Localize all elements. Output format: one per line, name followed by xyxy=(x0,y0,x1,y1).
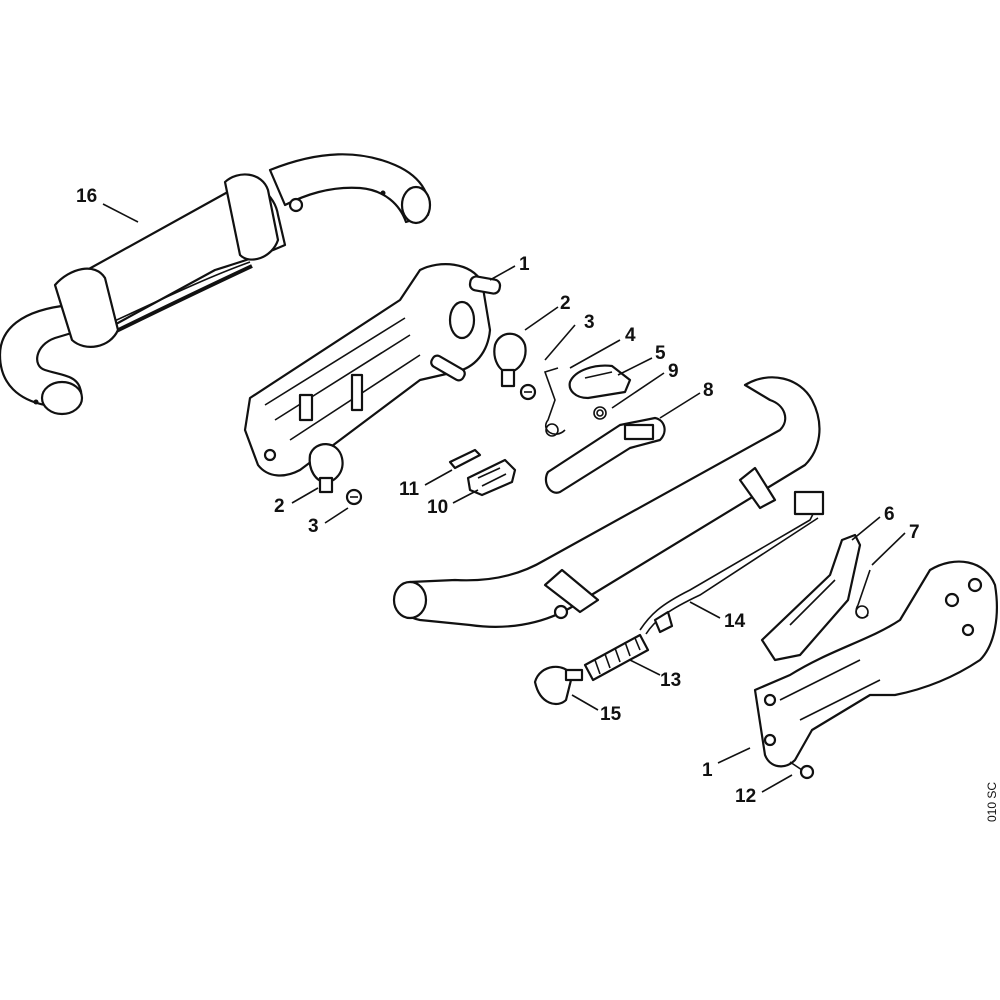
callout-16: 16 xyxy=(76,186,97,207)
throttle-cable xyxy=(639,490,825,635)
screw-upper xyxy=(519,383,537,401)
handle-housing-upper xyxy=(243,263,502,477)
callout-9: 9 xyxy=(668,361,679,382)
screw-rear xyxy=(789,761,815,780)
callout-1-upper: 1 xyxy=(519,254,530,275)
handle-housing-lower xyxy=(753,560,998,768)
handlebar-with-grip xyxy=(0,153,432,416)
callout-11: 11 xyxy=(399,479,420,500)
callout-10: 10 xyxy=(427,497,448,518)
leader-lines xyxy=(102,203,906,793)
callout-4: 4 xyxy=(625,325,636,346)
callout-5: 5 xyxy=(655,343,666,364)
callout-8: 8 xyxy=(703,380,714,401)
callout-7: 7 xyxy=(909,522,920,543)
callout-12: 12 xyxy=(735,786,756,807)
switch-slider xyxy=(466,458,517,497)
hose-clamp-lower xyxy=(308,443,344,494)
callout-3-upper: 3 xyxy=(584,312,595,333)
lower-handlebar xyxy=(392,376,821,628)
throttle-trigger xyxy=(544,416,666,494)
trigger-lever xyxy=(760,533,862,662)
callout-2-lower: 2 xyxy=(274,496,285,517)
callout-13: 13 xyxy=(660,670,681,691)
callout-15: 15 xyxy=(600,704,622,725)
small-spring xyxy=(593,406,607,420)
cable-retainer xyxy=(533,665,584,705)
callout-6: 6 xyxy=(884,504,895,525)
screw-lower xyxy=(345,488,363,506)
contact-spring xyxy=(448,448,482,470)
throttle-lockout xyxy=(568,364,632,400)
diagram-code: 010 SC xyxy=(985,782,999,822)
cable-spring xyxy=(583,633,650,682)
torsion-spring xyxy=(543,367,566,437)
hose-clamp-upper xyxy=(493,332,527,388)
callout-3-lower: 3 xyxy=(308,516,319,537)
callout-14: 14 xyxy=(724,611,746,632)
callout-2-upper: 2 xyxy=(560,293,571,314)
trigger-spring xyxy=(855,569,871,619)
callout-labels: 16 1 2 3 4 5 9 8 11 10 2 3 6 7 14 13 15 … xyxy=(76,186,920,807)
callout-1-lower: 1 xyxy=(702,760,713,781)
